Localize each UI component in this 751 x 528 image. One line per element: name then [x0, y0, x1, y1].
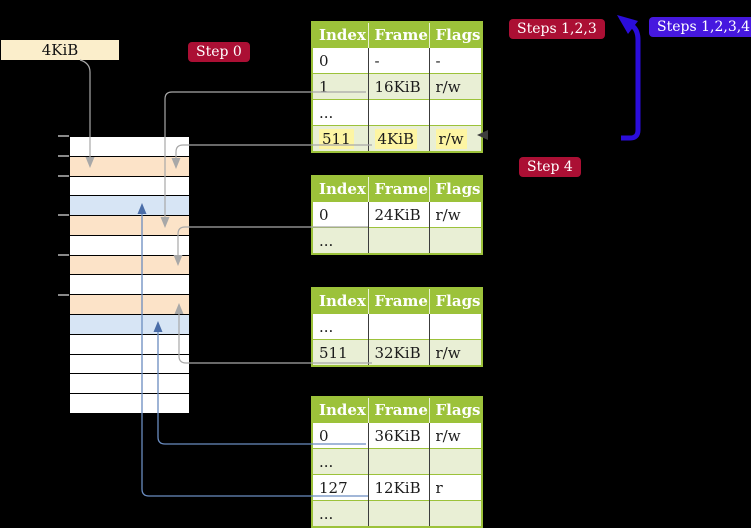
memory-frame-row-8 — [70, 294, 189, 315]
column-header-flags: Flags — [428, 397, 482, 423]
memory-tick — [58, 135, 69, 137]
table-cell — [367, 227, 429, 254]
column-header-frame: Frame — [367, 22, 429, 48]
memory-frame-row-6 — [70, 254, 189, 275]
table-cell: - — [367, 47, 429, 74]
memory-frame-row-3 — [70, 195, 189, 216]
table-cell: r/w — [428, 422, 482, 449]
column-header-index: Index — [312, 288, 368, 314]
table-cell: 16KiB — [367, 73, 429, 100]
table-cell — [367, 500, 429, 527]
table-row: ... — [312, 448, 482, 475]
memory-tick — [58, 175, 69, 177]
column-header-index: Index — [312, 176, 368, 202]
table-cell — [428, 227, 482, 254]
table-row: 0-- — [312, 47, 482, 74]
memory-frame-row-4 — [70, 215, 189, 235]
memory-frame-row-1 — [70, 155, 189, 176]
memory-frame-row-9 — [70, 314, 189, 334]
memory-frame-row-11 — [70, 353, 189, 374]
table-cell: r/w — [428, 201, 482, 228]
table-cell: 0 — [312, 47, 368, 74]
memory-tick — [58, 155, 69, 157]
table-cell — [428, 99, 482, 126]
table-cell: 12KiB — [367, 474, 429, 501]
column-header-frame: Frame — [367, 176, 429, 202]
memory-frame-row-0 — [70, 137, 189, 156]
table-cell: ... — [312, 313, 368, 340]
big-arrow-steps — [617, 15, 641, 141]
table-row: ... — [312, 313, 482, 340]
table-cell: 511 — [312, 125, 368, 152]
memory-frame-row-5 — [70, 234, 189, 255]
table-cell: 4KiB — [367, 125, 429, 152]
table-cell: ... — [312, 500, 368, 527]
memory-frame-row-13 — [70, 393, 189, 413]
column-header-flags: Flags — [428, 288, 482, 314]
memory-tick — [58, 254, 69, 256]
column-header-frame: Frame — [367, 397, 429, 423]
memory-frame-row-7 — [70, 274, 189, 295]
table-cell — [428, 500, 482, 527]
memory-frame-row-2 — [70, 175, 189, 196]
table-cell: 511 — [312, 339, 368, 366]
table-cell — [428, 313, 482, 340]
table-cell: r/w — [428, 339, 482, 366]
table-cell: r/w — [428, 73, 482, 100]
memory-frame-row-12 — [70, 373, 189, 394]
table-cell — [428, 448, 482, 475]
table-cell: 127 — [312, 474, 368, 501]
table-cell: 0 — [312, 201, 368, 228]
table-cell — [367, 99, 429, 126]
column-header-index: Index — [312, 397, 368, 423]
step0-label: Step 0 — [188, 42, 250, 62]
column-header-frame: Frame — [367, 288, 429, 314]
memory-tick — [58, 214, 69, 216]
table-row: ... — [312, 500, 482, 527]
table-cell: 1 — [312, 73, 368, 100]
steps123-label: Steps 1,2,3 — [509, 19, 605, 39]
table-cell: 0 — [312, 422, 368, 449]
table-cell: ... — [312, 227, 368, 254]
table-cell — [367, 313, 429, 340]
table-cell: ... — [312, 99, 368, 126]
physical-memory-stripe — [69, 136, 190, 414]
table-cell: 36KiB — [367, 422, 429, 449]
column-header-flags: Flags — [428, 176, 482, 202]
memory-frame-row-10 — [70, 333, 189, 354]
step4-label: Step 4 — [519, 157, 581, 177]
table-row: ... — [312, 99, 482, 126]
table-cell: 24KiB — [367, 201, 429, 228]
table-cell: ... — [312, 448, 368, 475]
column-header-flags: Flags — [428, 22, 482, 48]
table-cell — [367, 448, 429, 475]
column-header-index: Index — [312, 22, 368, 48]
frame-size-label: 4KiB — [1, 40, 119, 60]
table-cell: r — [428, 474, 482, 501]
table-row: ... — [312, 227, 482, 254]
table-cell: - — [428, 47, 482, 74]
table-cell: 32KiB — [367, 339, 429, 366]
table-cell: r/w — [428, 125, 482, 152]
steps1234-label: Steps 1,2,3,4 — [649, 17, 751, 37]
memory-tick — [58, 294, 69, 296]
